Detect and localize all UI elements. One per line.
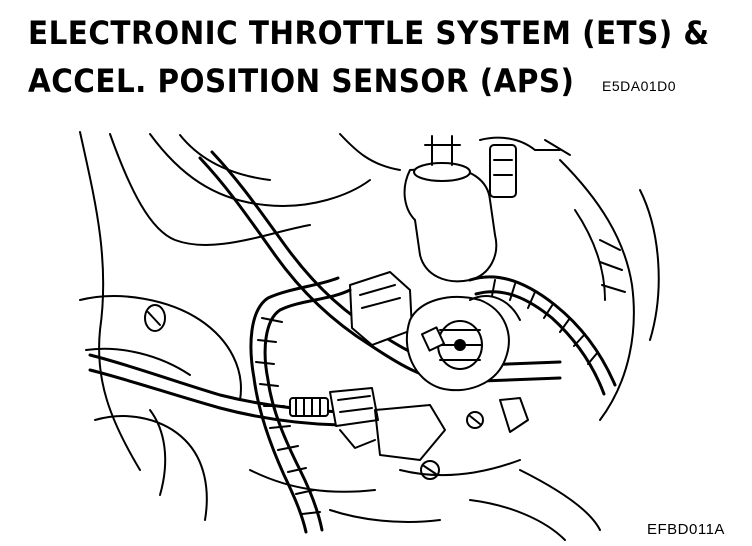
throttle-actuator-icon (405, 295, 521, 392)
figure-code-top: E5DA01D0 (602, 78, 677, 94)
wiring-harness-icon (249, 275, 617, 534)
title-line-1: ELECTRONIC THROTTLE SYSTEM (ETS) & (28, 14, 710, 52)
mounting-bracket-icon (374, 397, 529, 480)
background-contours (79, 131, 660, 541)
title-line-2: ACCEL. POSITION SENSOR (APS) (28, 62, 575, 100)
figure-code-bottom: EFBD011A (647, 521, 725, 538)
aps-connector-icon (349, 271, 413, 346)
throttle-cable-icon (88, 353, 379, 449)
bolt-icon (144, 304, 166, 332)
throttle-body-icon (403, 135, 571, 283)
